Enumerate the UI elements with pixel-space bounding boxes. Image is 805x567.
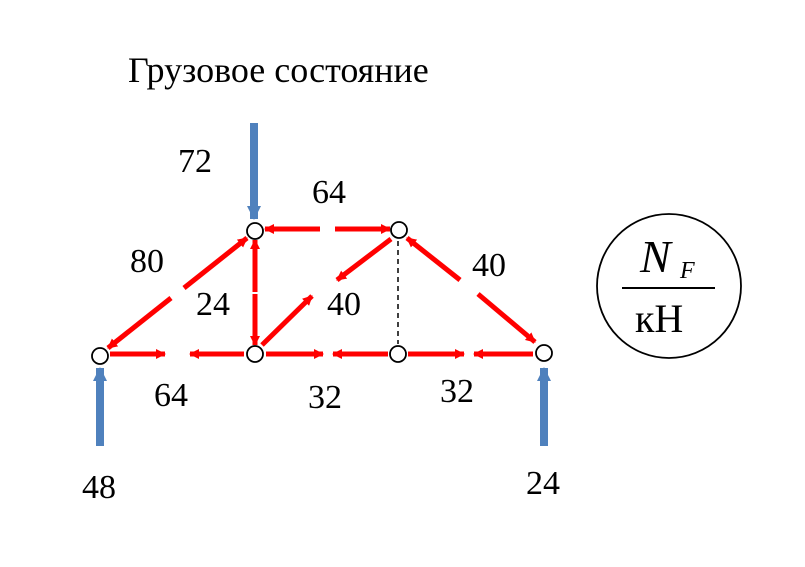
left-reaction-label: 48 (82, 469, 116, 506)
bottom-right-label: 32 (440, 373, 474, 410)
top-load-label: 72 (178, 143, 212, 180)
node-top-right (390, 221, 408, 239)
legend-subscript: F (679, 258, 695, 284)
middle-diagonal-arrow-up (260, 294, 314, 347)
bottom-left-label: 64 (154, 377, 188, 414)
legend-unit: кН (635, 296, 683, 341)
right-reaction-label: 24 (526, 465, 560, 502)
left-diagonal-label: 80 (130, 243, 164, 280)
legend-circle (596, 213, 742, 359)
diagram-title: Грузовое состояние (128, 50, 429, 90)
right-diagonal-arrow-down (476, 292, 537, 344)
node-right-support (535, 344, 553, 362)
left-diagonal-arrow-down (106, 296, 173, 350)
top-chord-label: 64 (312, 174, 346, 211)
right-diagonal-arrow-up (405, 236, 462, 282)
middle-diagonal-label: 40 (327, 286, 361, 323)
bottom-middle-label: 32 (308, 379, 342, 416)
right-diagonal-label: 40 (472, 247, 506, 284)
legend-symbol: N (639, 231, 673, 282)
node-left-support (91, 347, 109, 365)
left-vertical-label: 24 (196, 286, 230, 323)
left-diagonal-arrow-up (182, 236, 249, 290)
node-bottom-2 (246, 345, 264, 363)
node-top-left (246, 222, 264, 240)
legend: N F кН (596, 213, 742, 359)
middle-diagonal-arrow-down (335, 237, 393, 282)
node-bottom-3 (389, 345, 407, 363)
